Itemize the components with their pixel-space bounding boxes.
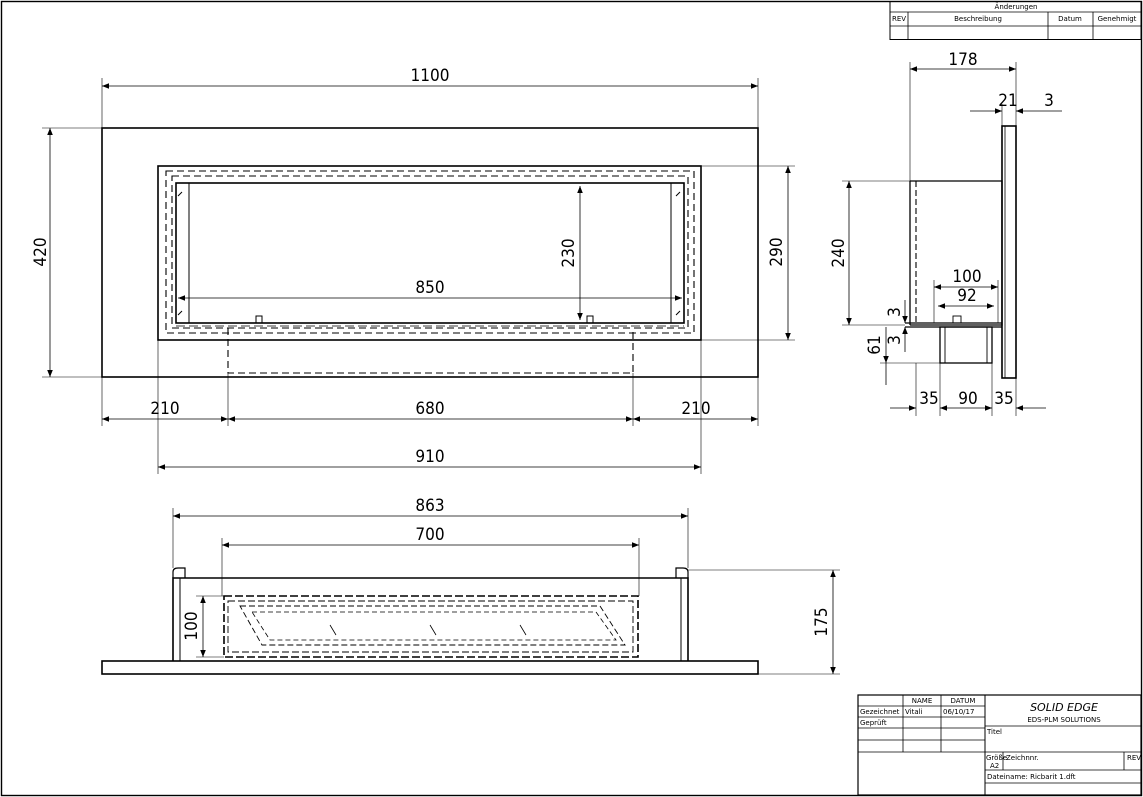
- rev-col-approved: Genehmigt: [1098, 15, 1137, 23]
- dim-burner-width: 850: [415, 278, 444, 298]
- top-burner: [223, 595, 639, 658]
- top-body: [172, 577, 689, 661]
- top-base-plate: [101, 660, 759, 675]
- front-view: [42, 78, 795, 474]
- tb-row-checked: Geprüft: [860, 719, 887, 727]
- title-block: [857, 694, 1142, 796]
- dim-inner-width-top: 700: [415, 525, 444, 545]
- tb-size-label: Größe: [986, 754, 1007, 762]
- dim-inner-depth: 100: [182, 611, 202, 640]
- dim-outer-width: 863: [415, 496, 444, 516]
- dim-body-height: 240: [829, 238, 849, 267]
- dim-depth: 178: [948, 50, 977, 70]
- dim-left-offset: 210: [150, 399, 179, 419]
- top-view: [101, 508, 840, 675]
- side-view-labels: 178 21 3 240 100 92 3 3 61 35 90 35: [829, 50, 1054, 409]
- dim-glass-gap: 3: [1044, 91, 1054, 111]
- tb-company-sub: EDS-PLM SOLUTIONS: [1027, 716, 1101, 724]
- title-block-labels: NAME DATUM Gezeichnet Vitali 06/10/17 Ge…: [860, 697, 1141, 781]
- tb-col-date: DATUM: [951, 697, 976, 705]
- dim-base-width: 90: [958, 389, 977, 409]
- dim-opening-height: 230: [559, 238, 579, 267]
- tb-size-value: A2: [990, 762, 999, 770]
- dim-leg-height: 61: [865, 335, 885, 354]
- side-view: [842, 62, 1062, 416]
- rev-col-description: Beschreibung: [954, 15, 1002, 23]
- dim-gap-bottom: 3: [885, 335, 905, 345]
- tb-row-drawn: Gezeichnet: [860, 708, 900, 716]
- dim-right-margin: 35: [994, 389, 1013, 409]
- tb-rev-label: REV: [1127, 754, 1141, 762]
- front-glass-opening: [175, 182, 685, 324]
- revision-title: Änderungen: [995, 2, 1038, 11]
- front-insert: [157, 165, 702, 341]
- dim-overall-height: 420: [31, 237, 51, 266]
- dim-overall-depth: 175: [812, 607, 832, 636]
- front-view-labels: 1100 420 290 230 850 210 680 210 910: [31, 66, 787, 467]
- side-frame-plate: [1001, 125, 1017, 379]
- dim-insert-height: 290: [767, 237, 787, 266]
- revision-block: Änderungen REV Beschreibung Datum Genehm…: [889, 1, 1142, 40]
- dim-insert-width: 910: [415, 447, 444, 467]
- dim-left-margin: 35: [919, 389, 938, 409]
- top-view-labels: 863 700 100 175: [182, 496, 832, 641]
- dim-right-offset: 210: [681, 399, 710, 419]
- tb-title-label: Titel: [986, 728, 1002, 736]
- tb-company: SOLID EDGE: [1030, 701, 1098, 714]
- dim-gap-top: 3: [885, 307, 905, 317]
- dim-center-width: 680: [415, 399, 444, 419]
- tb-drawn-name: Vitali: [905, 708, 923, 716]
- tb-drawn-date: 06/10/17: [943, 708, 974, 716]
- tb-col-name: NAME: [912, 697, 933, 705]
- rev-col-rev: REV: [892, 15, 906, 23]
- tb-drawing-no-label: Zeichnnr.: [1006, 754, 1039, 762]
- dim-overall-width: 1100: [411, 66, 450, 86]
- rev-col-date: Datum: [1058, 15, 1082, 23]
- front-outer-frame: [101, 127, 759, 378]
- dim-tray-width: 100: [952, 267, 981, 287]
- dim-inner-width: 92: [957, 286, 976, 306]
- tb-filename: Dateiname: Ricbarit 1.dft: [987, 773, 1076, 781]
- side-body: [910, 180, 1003, 326]
- dim-frame-thickness: 21: [998, 91, 1017, 111]
